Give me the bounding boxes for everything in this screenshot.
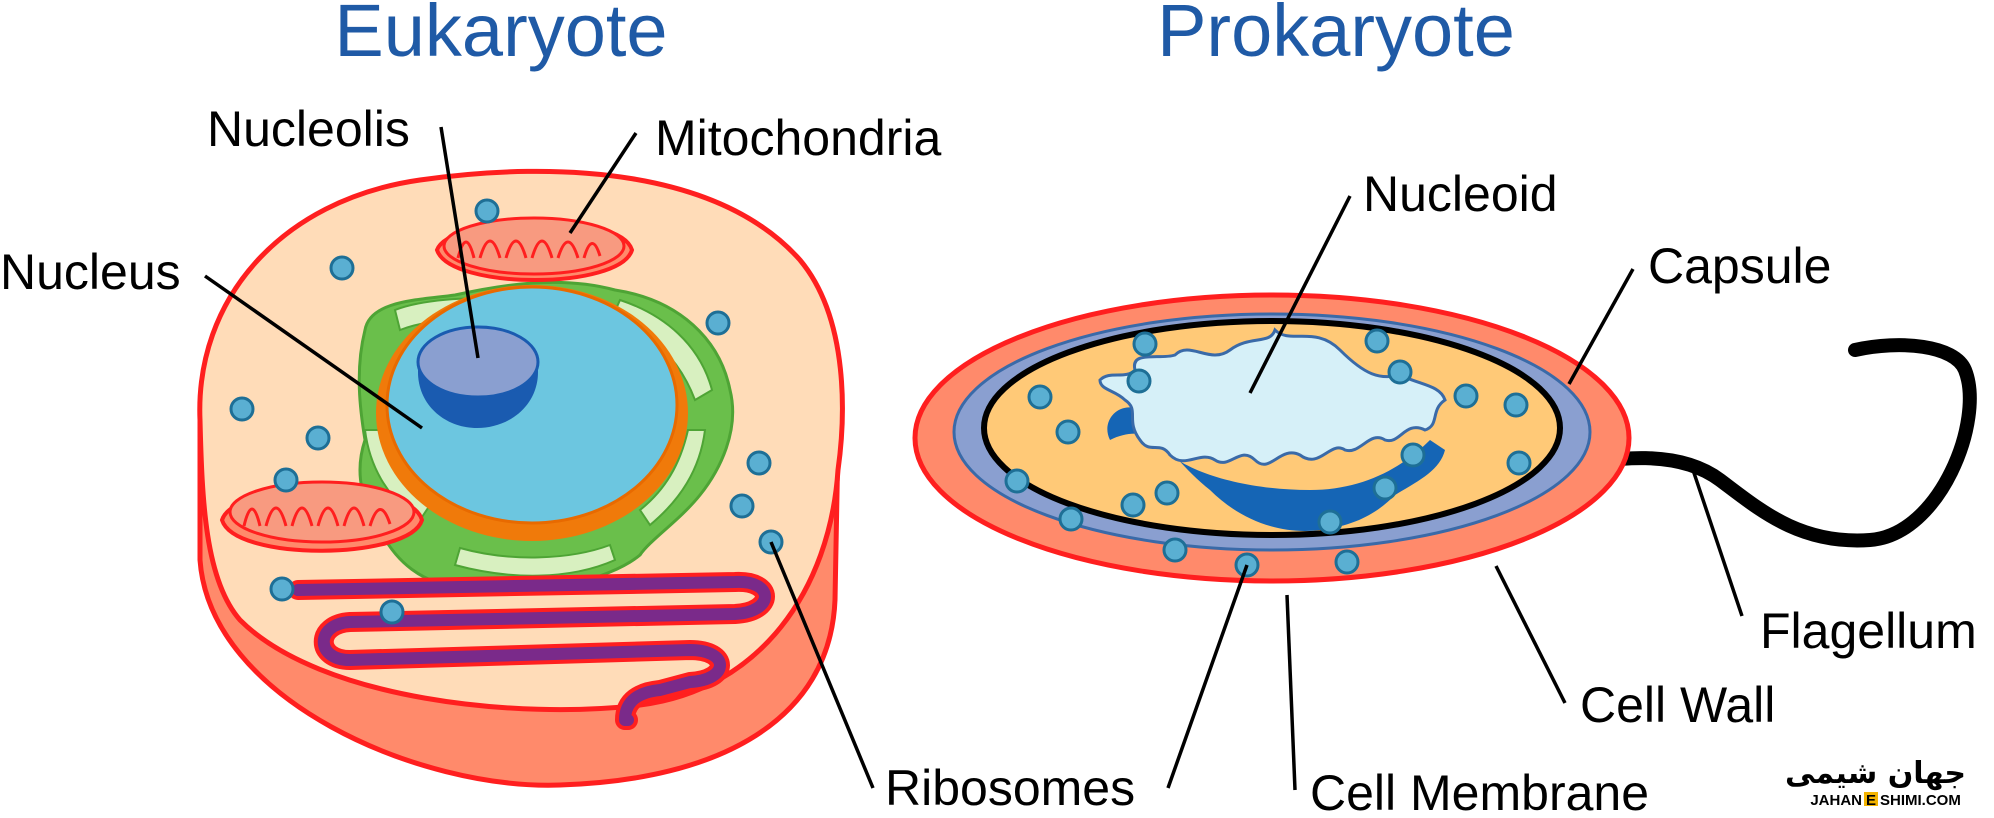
leader-lines (203, 126, 1744, 791)
label-nucleolis: Nucleolis (207, 101, 410, 157)
ribosome (746, 450, 772, 476)
ribosome (329, 255, 355, 281)
ribosome (1055, 419, 1081, 445)
leader-capsule (1567, 268, 1635, 385)
watermark-logo: جهان شیمی JAHAN E SHIMI.COM (1785, 756, 1966, 809)
prokaryote-title: Prokaryote (1157, 0, 1515, 72)
ribosome (1506, 450, 1532, 476)
golgi-strand (292, 575, 771, 726)
ribosome (1132, 331, 1158, 357)
watermark-latin-e: E (1866, 792, 1876, 809)
prokaryote-ribosomes (1004, 328, 1532, 578)
leader-nucleoid (1248, 195, 1352, 394)
ribosome (1334, 549, 1360, 575)
ribosome (1154, 480, 1180, 506)
ribosome (1162, 537, 1188, 563)
ribosome (1126, 368, 1152, 394)
leader-cell-membrane (1285, 594, 1297, 791)
label-cell-membrane: Cell Membrane (1310, 765, 1649, 818)
leader-ribosomes-pro (1166, 564, 1249, 789)
ribosome (1027, 384, 1053, 410)
label-flagellum: Flagellum (1760, 603, 1977, 659)
nucleoid (1098, 327, 1447, 466)
ribosome (1058, 506, 1084, 532)
ribosome (229, 396, 255, 422)
leader-nucleus (203, 274, 424, 430)
ribosome (1364, 328, 1390, 354)
label-mitochondria: Mitochondria (655, 110, 941, 166)
ribosome (705, 310, 731, 336)
ribosome (1453, 383, 1479, 409)
nucleolus-top (416, 325, 540, 399)
ribosome (379, 599, 405, 625)
leader-flagellum (1690, 466, 1744, 617)
ribosome (1387, 359, 1413, 385)
ribosome (273, 467, 299, 493)
ribosome (1120, 492, 1146, 518)
watermark-latin-pre: JAHAN (1810, 792, 1862, 809)
label-ribosomes: Ribosomes (885, 760, 1135, 816)
flagellum (1538, 338, 1977, 548)
watermark-arabic: جهان شیمی (1785, 756, 1966, 791)
watermark-accent (1864, 792, 1878, 806)
label-cell-wall: Cell Wall (1580, 677, 1775, 733)
prokaryote-cell (912, 292, 1977, 584)
ribosome (269, 576, 295, 602)
ribosome (1004, 468, 1030, 494)
er-lumen-3 (638, 429, 707, 527)
mitochondrion-top (434, 216, 635, 282)
leader-ribosomes-euk (769, 541, 875, 789)
er-lumen-5 (453, 543, 617, 577)
label-nucleoid: Nucleoid (1363, 166, 1558, 222)
ribosome (1317, 509, 1343, 535)
label-capsule: Capsule (1648, 238, 1831, 294)
eukaryote-cell (197, 168, 845, 788)
ribosome (1503, 392, 1529, 418)
ribosome (474, 198, 500, 224)
leader-nucleolis (439, 126, 480, 359)
ribosome (305, 425, 331, 451)
mitochondrion-left (219, 480, 425, 553)
ribosome (1372, 475, 1398, 501)
leader-mitochondria (568, 132, 638, 234)
eukaryote-ribosomes (229, 198, 784, 625)
eukaryote-title: Eukaryote (334, 0, 667, 72)
watermark-latin-post: SHIMI.COM (1880, 792, 1961, 809)
leader-cell-wall (1494, 565, 1567, 704)
label-nucleus: Nucleus (0, 244, 181, 300)
nucleoid-dark (1107, 407, 1445, 531)
ribosome (1400, 442, 1426, 468)
ribosome (729, 493, 755, 519)
